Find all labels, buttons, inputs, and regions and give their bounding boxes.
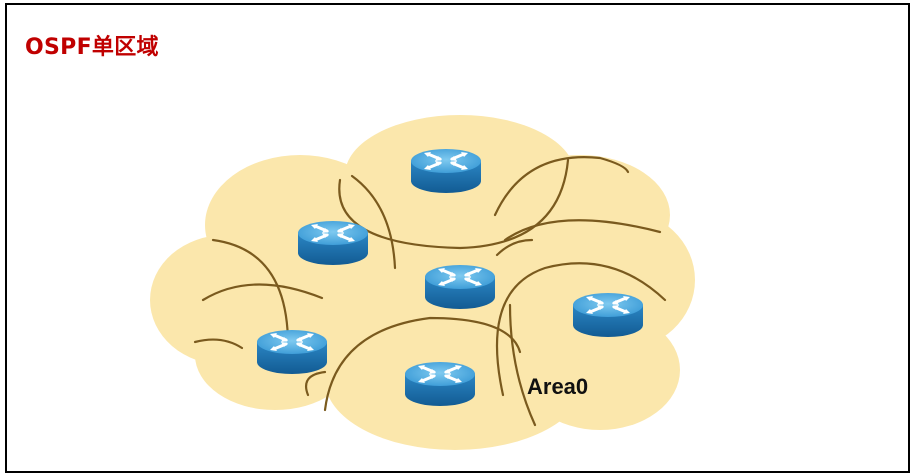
router-icon [409, 147, 483, 195]
area-cloud [150, 115, 695, 450]
router-icon [423, 263, 497, 311]
router-icon [403, 360, 477, 408]
router-icon [296, 219, 370, 267]
cloud-boundaries [193, 156, 667, 427]
slide-title: OSPF单区域 [25, 35, 159, 60]
router-icon [255, 328, 329, 376]
router-icon [571, 291, 645, 339]
area-label: Area0 [527, 374, 588, 399]
